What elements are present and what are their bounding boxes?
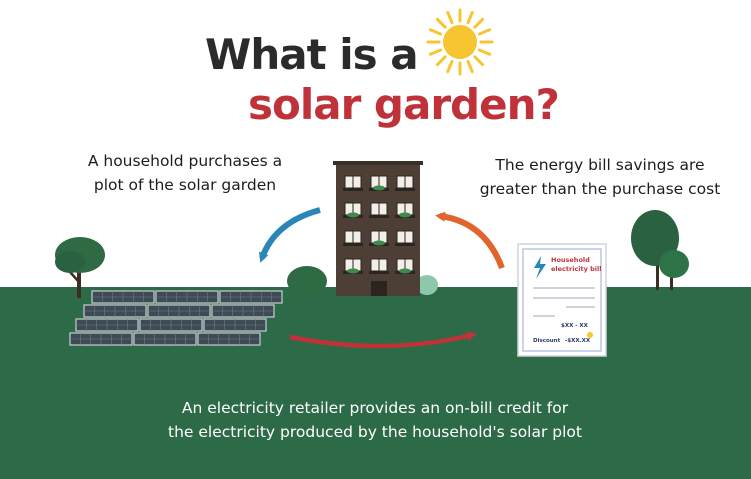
- lightning-bolt-icon: [534, 256, 546, 279]
- caption-savings: The energy bill savings are greater than…: [465, 153, 735, 201]
- title-line-1: What is a: [205, 30, 419, 79]
- bush-icon: [287, 266, 438, 296]
- arrow-credit: [289, 331, 477, 349]
- tree-right-icon: [631, 210, 689, 290]
- caption-credit-line-2: the electricity produced by the househol…: [168, 423, 582, 441]
- arrow-purchase: [258, 207, 321, 263]
- caption-household-purchase: A household purchases a plot of the sola…: [70, 149, 300, 197]
- caption-household-purchase-line-2: plot of the solar garden: [93, 176, 277, 194]
- bill-discount-label: Discount: [533, 338, 561, 344]
- apartment-building-icon: [333, 161, 423, 296]
- solar-panel-array-icon: [69, 290, 283, 346]
- bill-title-line-2: electricity bill: [551, 265, 601, 273]
- arrow-savings: [435, 211, 505, 270]
- tree-left-icon: [55, 237, 105, 298]
- electricity-bill-document-icon: Household electricity bill $XX - XX Disc…: [517, 243, 607, 357]
- caption-savings-line-2: greater than the purchase cost: [479, 180, 721, 198]
- bill-title-line-1: Household: [551, 256, 590, 264]
- caption-household-purchase-line-1: A household purchases a: [87, 152, 283, 170]
- caption-credit: An electricity retailer provides an on-b…: [120, 396, 630, 444]
- bill-discount-value: -$XX.XX: [565, 338, 591, 344]
- caption-credit-line-1: An electricity retailer provides an on-b…: [181, 399, 569, 417]
- title-line-2: solar garden?: [248, 80, 560, 129]
- bill-amount: $XX - XX: [561, 323, 589, 329]
- sun-icon: [426, 8, 494, 76]
- caption-savings-line-1: The energy bill savings are: [495, 156, 705, 174]
